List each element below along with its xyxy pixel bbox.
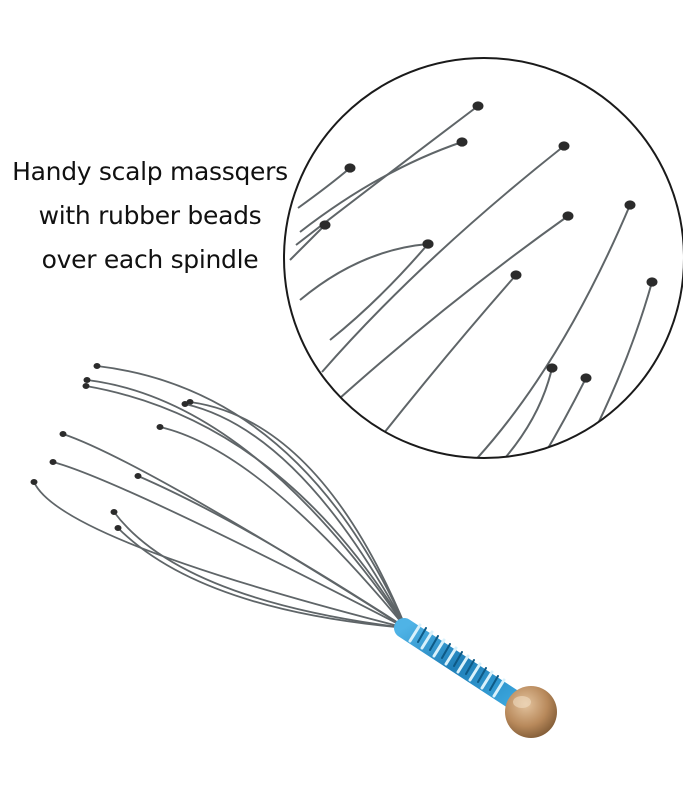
tool-prong-wire — [117, 527, 407, 629]
tool-prong-wire — [96, 365, 407, 629]
tool-prong-wire — [52, 461, 407, 629]
zoom-prong-wire — [299, 243, 429, 301]
tool-prong-bead — [82, 383, 90, 389]
caption-line-2: with rubber beads — [38, 201, 262, 230]
tool-prong-wire — [85, 385, 407, 629]
zoom-prong-wire — [539, 377, 587, 458]
zoom-prong-wire — [289, 224, 326, 261]
zoom-prong-bead — [624, 200, 636, 210]
tool-prong-bead — [181, 401, 189, 407]
caption-line-3: over each spindle — [41, 245, 259, 274]
tool-prong-wire — [62, 433, 407, 629]
tool-prong-bead — [30, 479, 38, 485]
zoom-prong-bead — [546, 363, 558, 373]
caption-line-1: Handy scalp massqers — [12, 157, 288, 186]
tool-prong-bead — [83, 377, 91, 383]
zoom-prong-bead — [646, 277, 658, 287]
tool-prong-wire — [137, 475, 407, 629]
tool-prong-wire — [159, 426, 407, 629]
tool-prong-bead — [49, 459, 57, 465]
zoom-prong-bead — [580, 373, 592, 383]
tool-prong-bead — [110, 509, 118, 515]
zoom-prong-bead — [472, 101, 484, 111]
tool-prong-bead — [114, 525, 122, 531]
zoom-prong-wire — [329, 243, 429, 341]
product-caption: Handy scalp massqers with rubber beads o… — [0, 150, 300, 282]
zoom-prongs — [289, 101, 658, 458]
zoom-prong-wire — [469, 204, 631, 458]
zoom-prong-bead — [562, 211, 574, 221]
zoom-circle-outline — [283, 57, 683, 459]
zoom-prong-bead — [422, 239, 434, 249]
zoom-prong-wire — [339, 215, 569, 399]
zoom-prong-bead — [319, 220, 331, 230]
tool-prongs — [30, 363, 407, 629]
tool-prong-wire — [184, 403, 407, 629]
zoom-prong-wire — [497, 367, 553, 458]
scalp-massager — [30, 363, 557, 738]
tool-prong-bead — [93, 363, 101, 369]
zoom-prong-wire — [379, 274, 517, 439]
tool-prong-wire — [189, 401, 407, 629]
zoom-prong-bead — [344, 163, 356, 173]
tool-prong-wire — [33, 481, 407, 629]
tool-prong-bead — [156, 424, 164, 430]
zoom-magnifier — [283, 57, 683, 459]
zoom-prong-wire — [321, 145, 565, 373]
tool-prong-wire — [86, 379, 407, 629]
zoom-prong-bead — [510, 270, 522, 280]
massager-handle — [394, 618, 524, 710]
zoom-prong-bead — [558, 141, 570, 151]
wooden-ball-end — [505, 686, 557, 738]
tool-prong-wire — [113, 511, 407, 629]
zoom-prong-wire — [299, 141, 463, 233]
tool-prong-bead — [59, 431, 67, 437]
tool-prong-bead — [134, 473, 142, 479]
zoom-prong-wire — [589, 281, 653, 441]
zoom-prong-bead — [456, 137, 468, 147]
